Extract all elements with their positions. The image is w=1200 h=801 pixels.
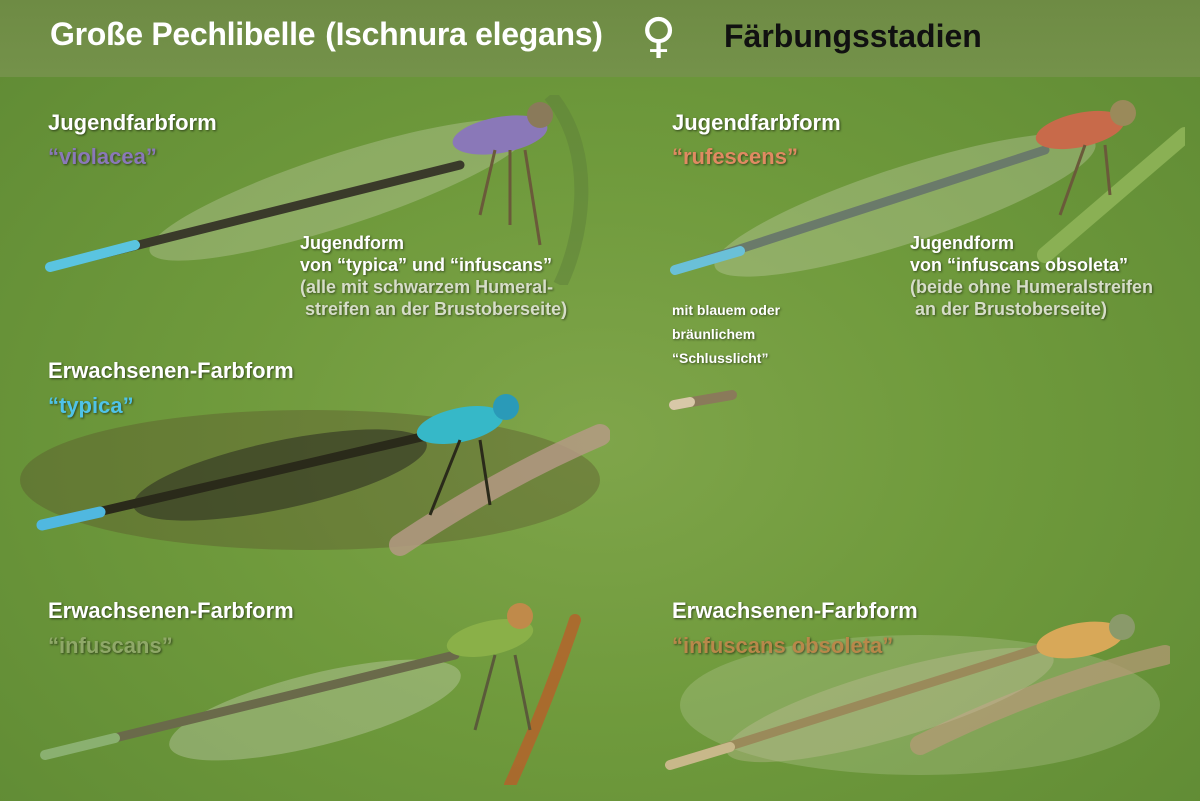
dragonfly-infuscans-image — [35, 600, 595, 785]
dragonfly-rufescens-image — [665, 95, 1185, 295]
heading-typica: Erwachsenen-Farbform — [48, 358, 294, 383]
title-latin-name: (Ischnura elegans) — [325, 16, 603, 52]
female-symbol-icon: ♀ — [641, 8, 677, 64]
note-juvenile-typica-infuscans: Jugendform von “typica” und “infuscans” … — [300, 233, 568, 319]
heading-infuscans: Erwachsenen-Farbform — [48, 598, 294, 623]
page-title: Große Pechlibelle(Ischnura elegans) — [50, 16, 603, 53]
note-juvenile-obsoleta: Jugendform von “infuscans obsoleta” (bei… — [910, 233, 1154, 319]
heading-rufescens: Jugendfarbform — [672, 110, 841, 135]
dragonfly-typica-image — [10, 385, 610, 560]
form-name-violacea: “violacea” — [48, 144, 157, 169]
heading-obsoleta: Erwachsenen-Farbform — [672, 598, 918, 623]
taillight-detail-image — [668, 383, 738, 417]
form-name-rufescens: “rufescens” — [672, 144, 798, 169]
form-name-infuscans: “infuscans” — [48, 633, 173, 658]
title-common-name: Große Pechlibelle — [50, 16, 316, 52]
note-taillight: mit blauem oder bräunlichem “Schlusslich… — [672, 302, 781, 366]
page-subtitle: Färbungsstadien — [724, 18, 982, 54]
header-bar — [0, 0, 1200, 77]
form-name-typica: “typica” — [48, 393, 134, 418]
heading-violacea: Jugendfarbform — [48, 110, 217, 135]
dragonfly-violacea-image — [40, 95, 610, 285]
form-name-obsoleta: “infuscans obsoleta” — [672, 633, 894, 658]
dragonfly-obsoleta-image — [660, 605, 1170, 785]
